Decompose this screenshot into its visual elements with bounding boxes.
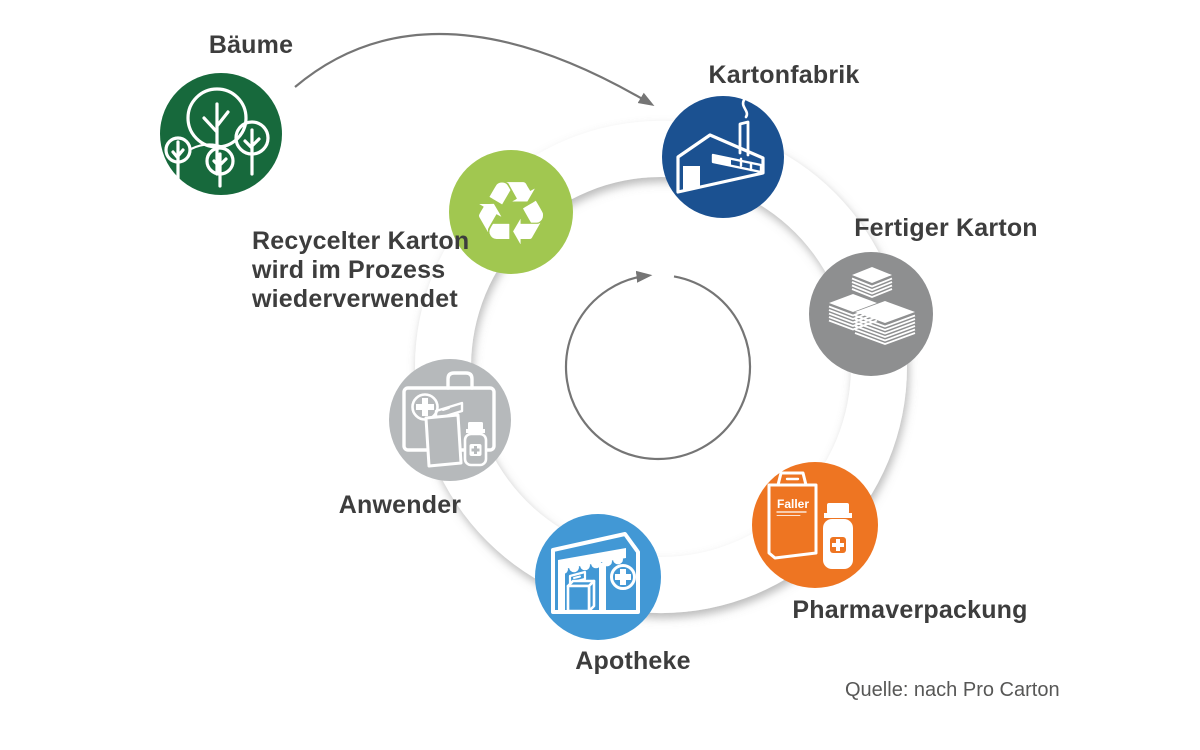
label-baeume: Bäume — [208, 31, 294, 59]
source-note: Quelle: nach Pro Carton — [845, 679, 1060, 701]
label-recycelter-karton-line1: Recycelter Karton — [252, 227, 470, 255]
node-anwender — [389, 359, 511, 481]
node-fertiger-karton — [809, 252, 933, 376]
node-baeume — [160, 73, 282, 195]
recycle-icon: ♻ — [472, 162, 551, 265]
label-pharmaverpackung: Pharmaverpackung — [792, 596, 1028, 624]
label-kartonfabrik: Kartonfabrik — [708, 61, 860, 89]
cycle-direction-arrow — [564, 270, 752, 461]
faller-brand-text: Faller — [777, 497, 809, 511]
label-fertiger-karton: Fertiger Karton — [854, 214, 1038, 242]
arrow-baeume-to-kartonfabrik — [294, 32, 655, 107]
node-kartonfabrik — [662, 96, 784, 218]
recycle-circle — [449, 150, 573, 274]
carton-stack-icon — [828, 267, 916, 345]
trees-icon — [164, 87, 270, 188]
label-anwender: Anwender — [338, 491, 462, 519]
node-apotheke — [535, 514, 661, 640]
label-recycelter-karton: Recycelter Karton wird im Prozess wieder… — [252, 227, 469, 314]
label-apotheke: Apotheke — [575, 647, 691, 675]
label-recycelter-karton-line2: wird im Prozess — [252, 256, 446, 284]
cycle-ring — [414, 120, 907, 614]
node-pharmaverpackung: Faller — [752, 462, 878, 588]
first-aid-kit-icon — [402, 371, 496, 468]
pharmacy-icon — [551, 532, 640, 614]
pharma-package-icon: Faller — [767, 471, 853, 569]
node-recycelter-karton: ♻ — [449, 150, 573, 274]
label-recycelter-karton-line3: wiederverwendet — [252, 285, 458, 313]
factory-icon — [676, 98, 765, 194]
